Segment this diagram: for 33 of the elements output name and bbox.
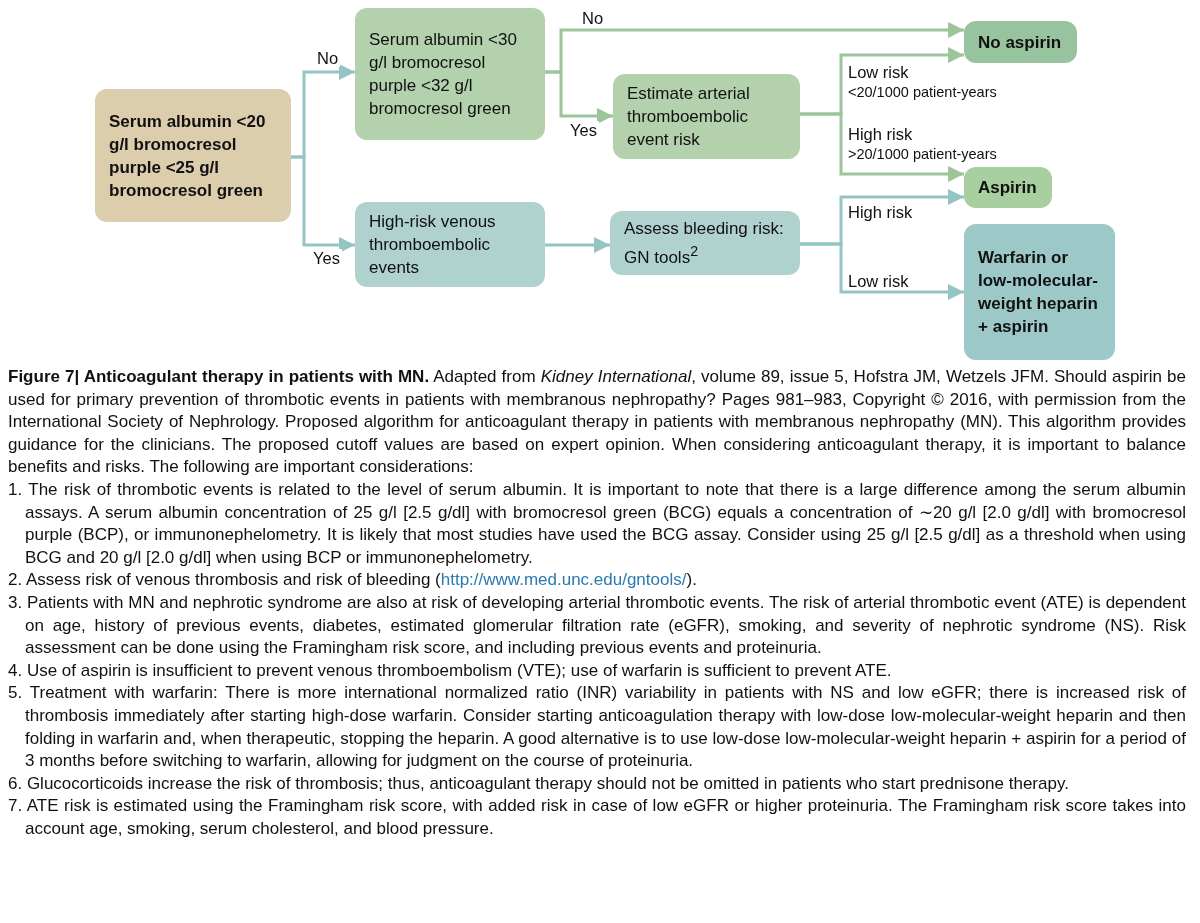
list-item: 1. The risk of thrombotic events is related to the level of serum albumin. It is important to note that there is a large difference among the serum albumin assays. A serum albumin concentration of 25 g/l [2.5 g/dl] with bromocresol green (BCG) equals a concentration of ∼20 g/l [2.0 g/dl] with bromocresol purple (BCP), or immunonephelometry. It is likely that most studies have used the BCG assay. Consider using 25 g/l [2.5 g/dl] as a threshold when using BCG and 20 g/l [2.0 g/dl] when using BCP or immunonephelometry. xyxy=(8,479,1186,569)
edge-label: Yes xyxy=(311,249,342,267)
arrow xyxy=(800,242,964,301)
threshold-note: >20/1000 patient-years xyxy=(846,146,999,162)
edge-label: Yes xyxy=(568,121,599,139)
edge-label: No xyxy=(580,9,606,27)
list-item-text: ). xyxy=(686,570,697,590)
process-box: Estimate arterial thromboembolic event risk xyxy=(613,74,800,159)
process-box: High-risk venous thromboembolic events xyxy=(355,202,545,287)
edge-label: High risk xyxy=(846,125,915,143)
arrow xyxy=(545,70,613,125)
edge-label: Low risk xyxy=(846,63,911,81)
list-item: 4. Use of aspirin is insufficient to prevent venous thromboembolism (VTE); use of warfarin is sufficient to prevent ATE. xyxy=(8,659,893,682)
list-item: 3. Patients with MN and nephrotic syndrome are also at risk of developing arterial thrombotic events. The risk of arterial thrombotic event (ATE) is dependent on age, history of previous events, diabetes, estimated glomerular filtration rate (eGFR), smoking, and severity of nephrotic syndrome (NS). Risk assessment can be done using the Framingham risk score, and including previous events and proteinuria. xyxy=(8,591,1186,660)
list-item-text: 2. Assess risk of venous thrombosis and risk of bleeding ( xyxy=(8,570,441,590)
process-box: Assess bleeding risk: GN tools$^{2}$ xyxy=(610,211,800,275)
link: http://www.med.unc.edu/gntools/ xyxy=(440,570,687,590)
figure-caption: Figure 7| Anticoagulant therapy in patients with MN. Adapted from Kidney International, volume 89, issue 5, Hofstra JM, Wetzels JFM. Should aspirin be used for primary prevention of thrombotic events in patients with membranous nephropathy? Pages 981–983, Copyright © 2016, with permission from the International Society of Nephrology. Proposed algorithm for anticoagulant therapy in patients with membranous nephropathy (MN). This algorithm provides guidance for the clinicians. The proposed cutoff values are based on expert opinion. When considering anticoagulant therapy, it is important to balance benefits and risks. The following are important considerations: xyxy=(8,366,1186,479)
process-box: Serum albumin <30 g/l bromocresol purple <32 g/l bromocresol green xyxy=(355,8,545,140)
threshold-note: <20/1000 patient-years xyxy=(846,84,999,100)
list-item: 6. Glucocorticoids increase the risk of thrombosis; thus, anticoagulant therapy should not be omitted in patients who start prednisone therapy. xyxy=(8,772,1070,795)
process-box: Serum albumin <20 g/l bromocresol purple <25 g/l bromocresol green xyxy=(95,89,291,222)
list-item: 7. ATE risk is estimated using the Framingham risk score, with added risk in case of low eGFR or higher proteinuria. The Framingham risk score takes into account age, smoking, serum cholesterol, and blood pressure. xyxy=(8,795,1186,840)
edge-label: Low risk xyxy=(846,272,911,290)
list-item: 5. Treatment with warfarin: There is more international normalized ratio (INR) variability in patients with NS and low eGFR; there is increased risk of thrombosis immediately after starting high-dose warfarin. Consider starting anticoagulation therapy with low-dose low-molecular-weight heparin and then folding in warfarin and, when therapeutic, stopping the heparin. A good alternative is to use low-dose low-molecular-weight heparin + aspirin for a period of 3 months before switching to warfarin, allowing for judgment on the course of proteinuria. xyxy=(8,682,1186,773)
arrow xyxy=(800,112,964,183)
edge-label: High risk xyxy=(846,203,915,221)
process-box: Aspirin xyxy=(964,167,1052,208)
arrow xyxy=(545,236,610,254)
edge-label: No xyxy=(315,49,341,67)
arrow xyxy=(291,155,355,254)
process-box: Warfarin or low-molecular-weight heparin + aspirin xyxy=(964,224,1115,360)
process-box: No aspirin xyxy=(964,21,1077,63)
